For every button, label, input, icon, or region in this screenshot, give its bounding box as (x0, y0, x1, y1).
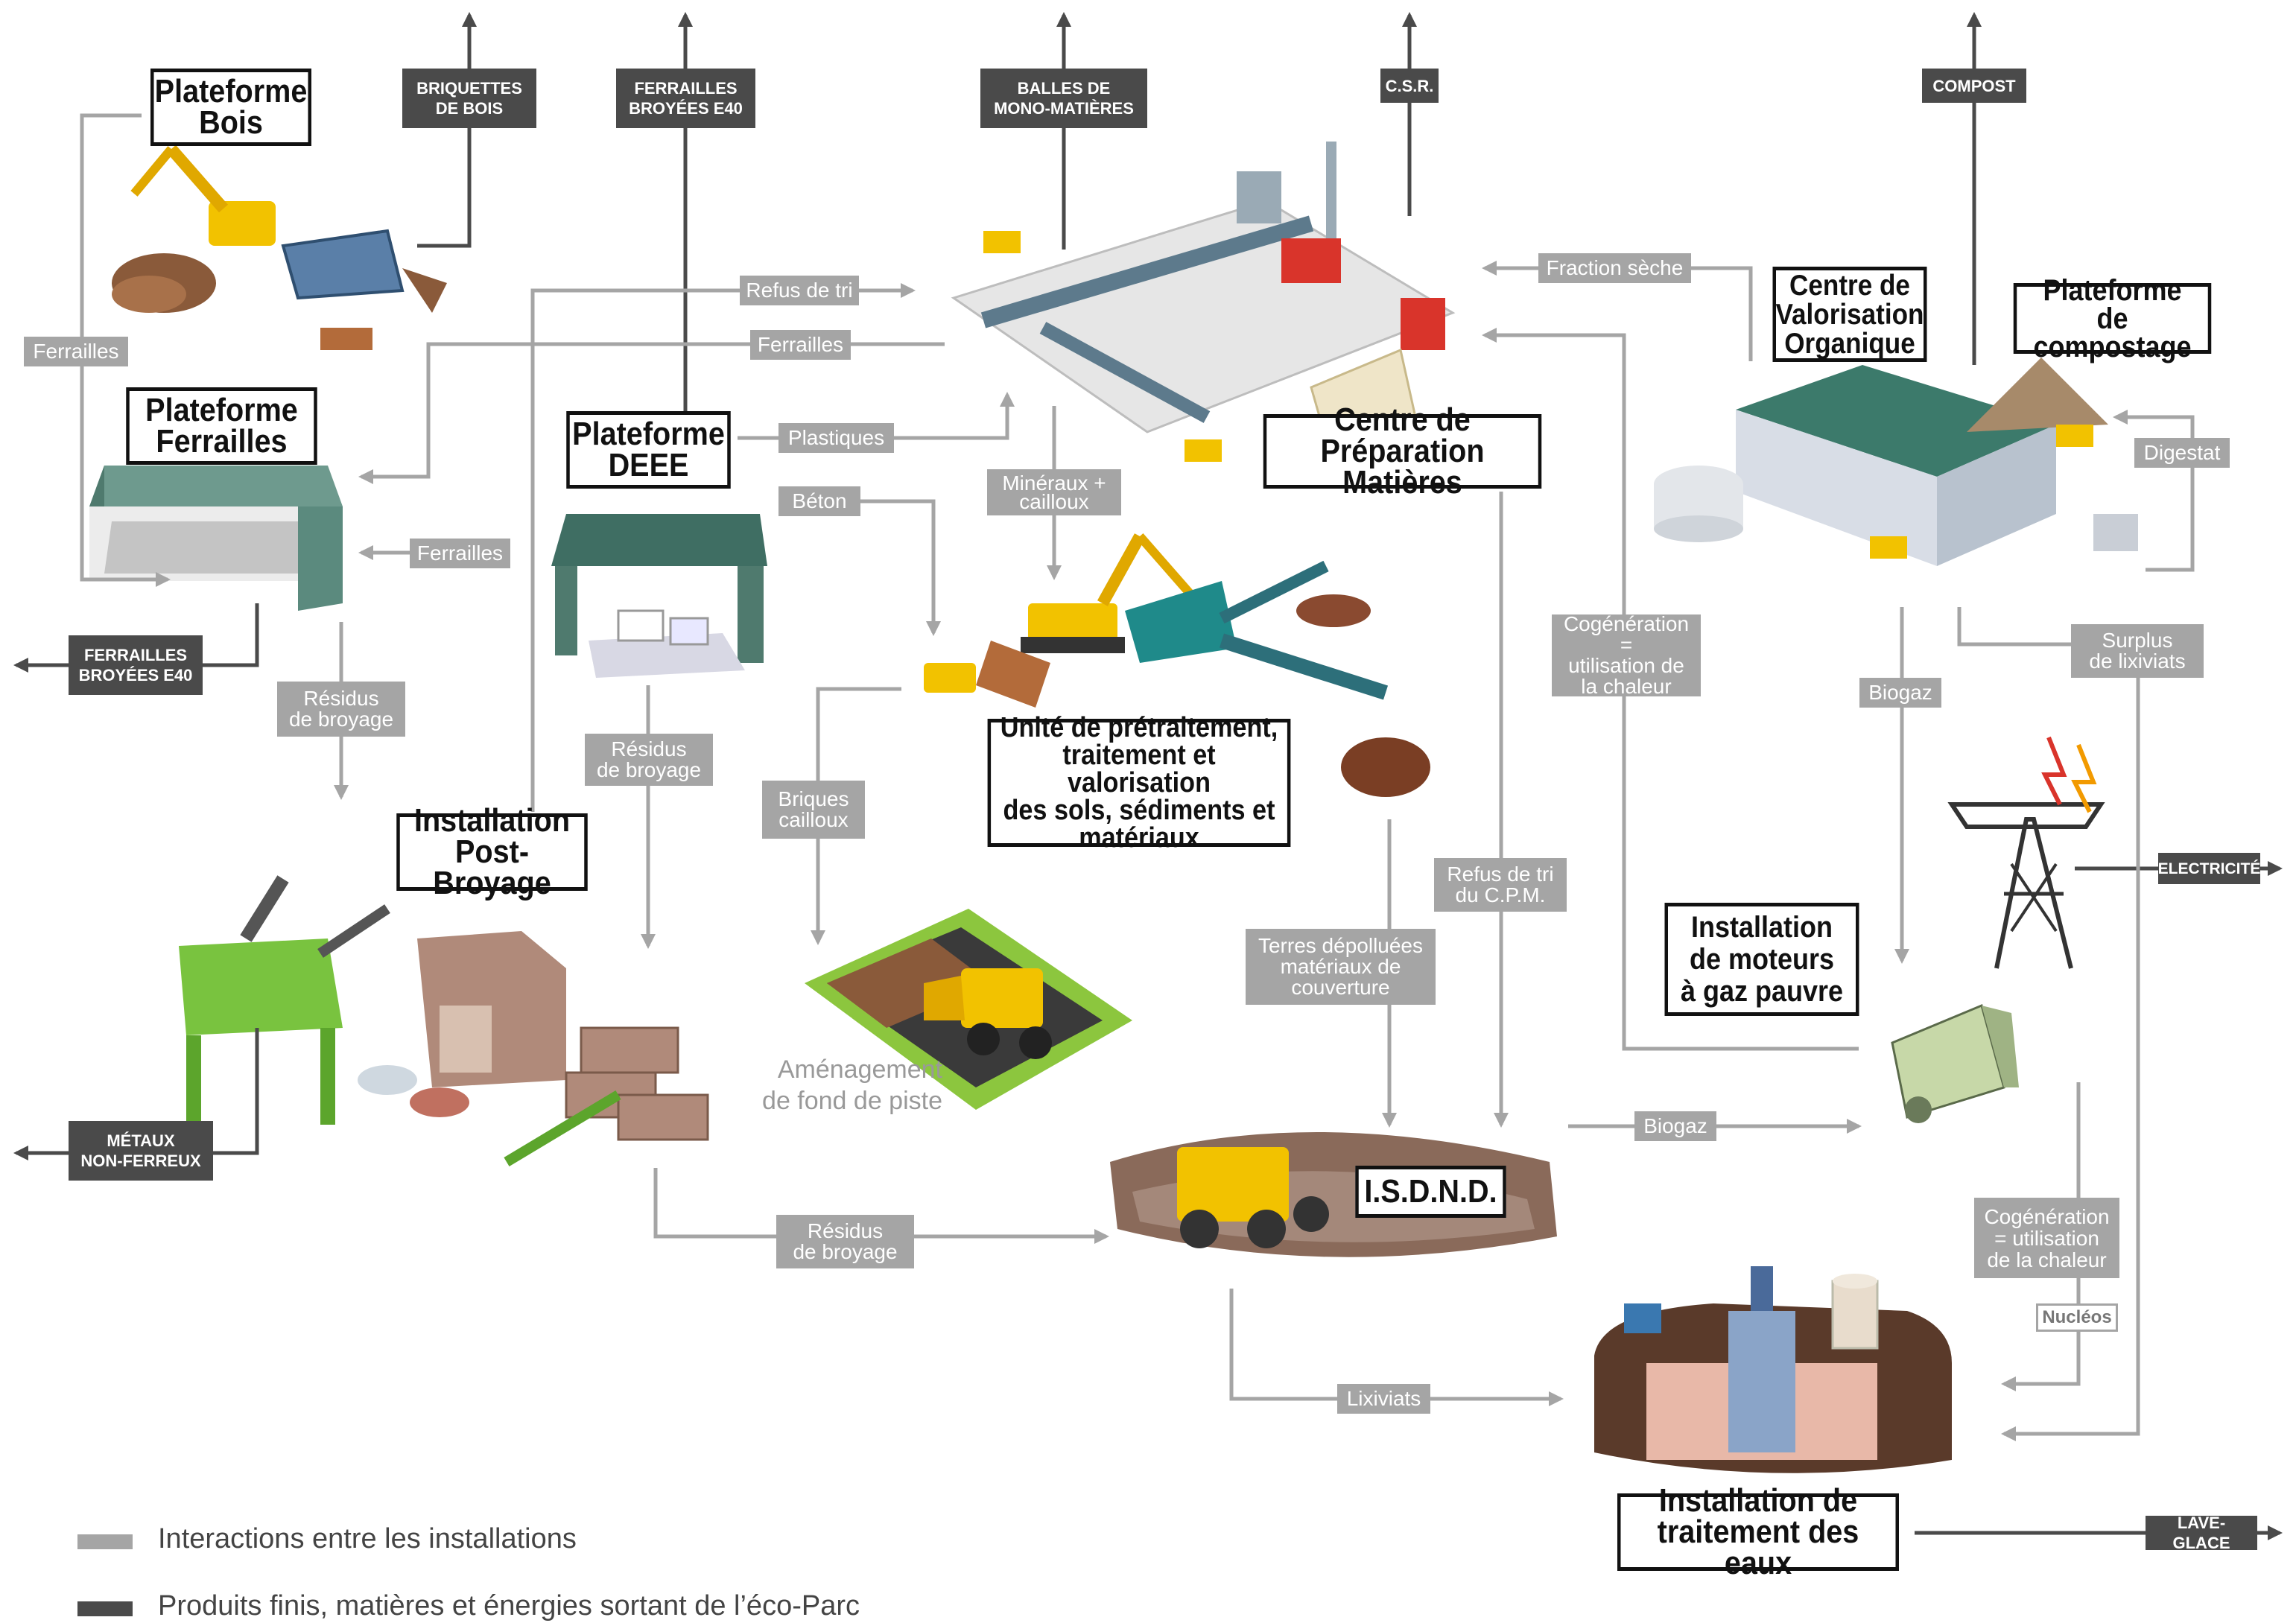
plateforme-ferrailles-box: Plateforme Ferrailles (126, 387, 317, 465)
flow-label-plastiques: Plastiques (778, 423, 894, 453)
output-electricite: ELECTRICITÉ (2158, 853, 2260, 884)
water-treatment-illustration (1594, 1266, 1952, 1473)
amenagement-note: Aménagement de fond de piste (762, 1055, 942, 1115)
flow-residus-3 (653, 1168, 1109, 1244)
flow-lixiviats (1229, 1289, 1564, 1406)
flow-label-digestat: Digestat (2134, 438, 2230, 468)
flow-digestat (2113, 410, 2195, 572)
gas-engine-illustration (1891, 736, 2105, 1123)
installation-moteurs-box: Installation de moteurs à gaz pauvre (1664, 903, 1859, 1016)
cvo-illustration (1654, 358, 2138, 566)
flow-label-ferrailles-bois: Ferrailles (24, 337, 128, 366)
output-metaux: MÉTAUX NON-FERREUX (69, 1121, 213, 1181)
flow-cogeneration-2 (2001, 1082, 2081, 1391)
legend-produits-label: Produits finis, matières et énergies sor… (158, 1590, 860, 1622)
centre-valorisation-organique-box: Centre de Valorisation Organique (1772, 267, 1927, 362)
flow-label-fraction-seche: Fraction sèche (1538, 253, 1691, 283)
wood-platform-illustration (112, 144, 447, 350)
flow-beton (778, 499, 941, 636)
flow-label-refus-cpm: Refus de tri du C.P.M. (1434, 858, 1567, 912)
pretreatment-illustration (924, 533, 1430, 797)
flow-label-cogeneration-2: Cogénération = utilisation de la chaleur (1974, 1198, 2119, 1278)
plateforme-bois-box: Plateforme Bois (150, 69, 311, 146)
installation-traitement-eaux-box: Installation de traitement des eaux (1617, 1484, 1899, 1580)
output-ferrailles-top: FERRAILLES BROYÉES E40 (616, 69, 755, 128)
output-csr: C.S.R. (1380, 69, 1439, 103)
unite-pretraitement-box: Unité de prétraitement, traitement et va… (987, 714, 1291, 852)
deee-platform-illustration (551, 514, 767, 678)
centre-preparation-matieres-box: Centre de Préparation Matières (1263, 404, 1542, 499)
flow-label-lixiviats: Lixiviats (1337, 1384, 1430, 1414)
flow-label-residus-3: Résidus de broyage (776, 1215, 914, 1268)
track-bed-illustration (805, 909, 1132, 1110)
flow-label-ferrailles-cpm: Ferrailles (750, 330, 851, 360)
legend-interactions-swatch (77, 1534, 133, 1549)
flow-label-residus-2: Résidus de broyage (585, 734, 713, 786)
legend-interactions-label: Interactions entre les installations (158, 1523, 577, 1554)
legend-produits-swatch (77, 1601, 133, 1616)
plateforme-compostage-box: Plateforme de compostage (2013, 276, 2212, 362)
flow-ferrailles-cpm (358, 342, 945, 484)
output-ferrailles-left: FERRAILLES BROYÉES E40 (69, 635, 203, 695)
output-balles: BALLES DE MONO-MATIÈRES (980, 69, 1147, 128)
output-lave-glace: LAVE-GLACE (2146, 1514, 2257, 1552)
post-crushing-illustration (179, 875, 709, 1167)
plateforme-deee-box: Plateforme DEEE (566, 411, 731, 489)
flow-label-biogaz-2: Biogaz (1634, 1111, 1716, 1141)
flow-label-surplus: Surplus de lixiviats (2071, 624, 2204, 678)
scrap-platform-illustration (89, 466, 343, 611)
flow-label-terres: Terres dépolluées matériaux de couvertur… (1246, 929, 1436, 1005)
installation-post-broyage-box: Installation Post-Broyage (396, 804, 588, 900)
flow-label-residus-1: Résidus de broyage (277, 682, 405, 737)
flow-label-refus-de-tri: Refus de tri (740, 276, 859, 305)
flow-label-briques: Briques cailloux (762, 781, 865, 839)
output-compost: COMPOST (1922, 69, 2026, 103)
flow-label-cogeneration-1: Cogénération = utilisation de la chaleur (1552, 614, 1701, 697)
isdnd-illustration (1110, 1132, 1557, 1257)
flow-label-mineraux: Minéraux + cailloux (987, 469, 1121, 515)
output-briquettes: BRIQUETTES DE BOIS (402, 69, 536, 128)
flow-label-beton: Béton (778, 486, 860, 516)
flow-label-biogaz-1: Biogaz (1859, 678, 1941, 708)
flow-briques (811, 687, 901, 945)
isdnd-box: I.S.D.N.D. (1355, 1166, 1506, 1218)
flow-label-nucleos: Nucléos (2036, 1303, 2118, 1332)
flow-briquettes (417, 12, 477, 248)
flow-label-ferrailles-deee: Ferrailles (410, 539, 510, 568)
